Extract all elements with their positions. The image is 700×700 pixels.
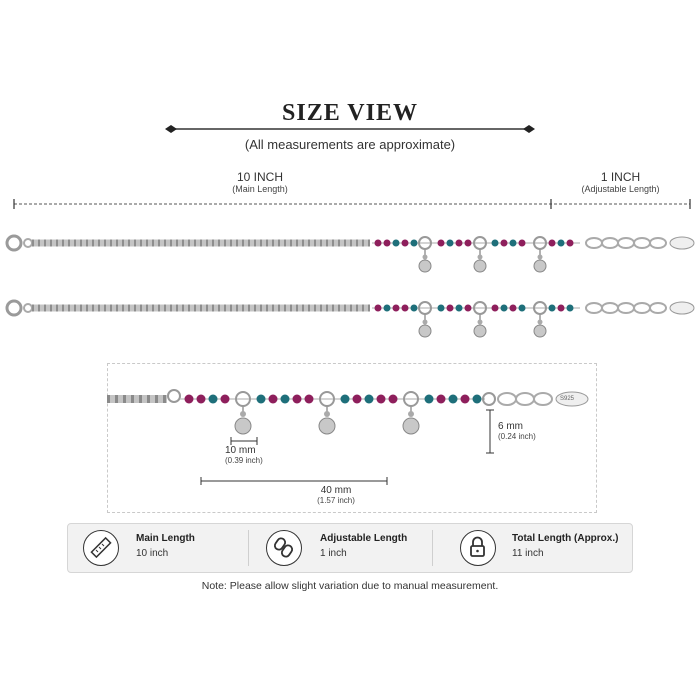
main-length-label: 10 INCH (Main Length): [180, 170, 340, 194]
bracelet-1: [5, 234, 695, 273]
bell-charms-1: [418, 236, 547, 273]
main-length-info-value: 10 inch: [136, 548, 169, 559]
zoom-detail-box: [107, 363, 597, 513]
dim-bead-span: [200, 477, 388, 485]
page-subtitle: (All measurements are approximate): [244, 137, 456, 152]
main-length-caption: (Main Length): [232, 184, 288, 194]
bell-height-label: 6 mm (0.24 inch): [498, 421, 536, 441]
bell-width-mm: 10 mm: [225, 445, 256, 456]
dim-bell-width: [230, 437, 258, 445]
bell-height-inch: (0.24 inch): [498, 432, 536, 441]
adjustable-length-label: 1 INCH (Adjustable Length): [548, 170, 693, 194]
lock-icon: [460, 530, 496, 566]
total-length-info-label: Total Length (Approx.): [512, 533, 619, 544]
total-length-info-value: 11 inch: [512, 548, 544, 559]
bell-width-inch: (0.39 inch): [225, 456, 263, 465]
length-info-bar: [67, 523, 633, 573]
zoom-extender-chain: [482, 391, 589, 407]
dim-bell-height: [486, 409, 494, 454]
bead-span-inch: (1.57 inch): [317, 496, 355, 505]
bracelet-2: [5, 299, 695, 338]
chain-link-icon: [266, 530, 302, 566]
adjustable-length-info-value: 1 inch: [320, 548, 347, 559]
bead-span-label: 40 mm (1.57 inch): [292, 485, 380, 505]
bell-width-label: 10 mm (0.39 inch): [225, 445, 263, 465]
adjustable-length-value: 1 INCH: [600, 170, 641, 184]
measurement-note: Note: Please allow slight variation due …: [201, 580, 499, 592]
length-dimension-line: [13, 199, 691, 209]
total-length-info: Total Length (Approx.) 11 inch: [512, 533, 618, 559]
ruler-icon: [83, 530, 119, 566]
bell-charms-2: [418, 301, 547, 338]
main-length-info-label: Main Length: [136, 533, 195, 544]
info-divider-2: [432, 530, 433, 566]
bead-row-1: [374, 239, 574, 247]
title-underline: [165, 125, 535, 133]
bead-row-2: [374, 304, 574, 312]
s925-tag: S925: [560, 396, 575, 402]
main-length-value: 10 INCH: [236, 170, 283, 184]
zoom-bead-row: [184, 394, 482, 404]
extender-chain-1: [585, 236, 695, 250]
bell-height-mm: 6 mm: [498, 421, 523, 432]
info-divider-1: [248, 530, 249, 566]
bead-span-mm: 40 mm: [320, 485, 352, 496]
extender-chain-2: [585, 301, 695, 315]
adjustable-length-info-label: Adjustable Length: [320, 533, 408, 544]
zoom-detail-illustration: [107, 389, 589, 485]
adjustable-length-info: Adjustable Length 1 inch: [320, 533, 407, 559]
adjustable-length-caption: (Adjustable Length): [581, 184, 660, 194]
page-title: SIZE VIEW: [282, 100, 418, 126]
main-length-info: Main Length 10 inch: [136, 533, 195, 559]
zoom-bell-charms: [234, 391, 420, 435]
